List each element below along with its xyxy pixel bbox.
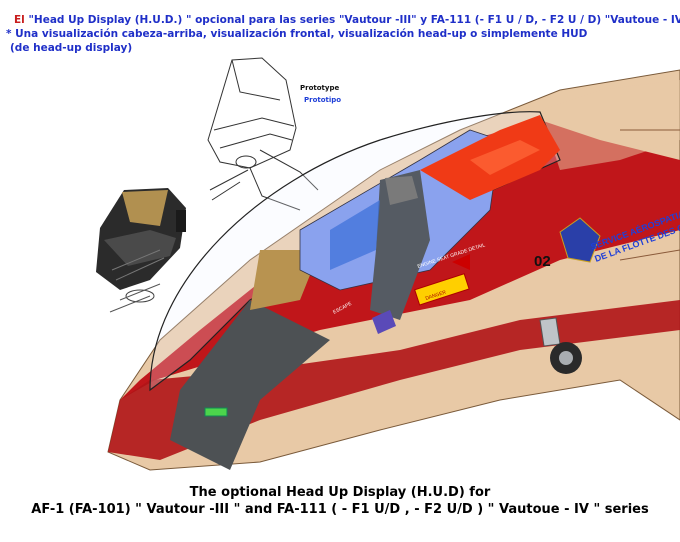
prototype-label: Prototype xyxy=(300,84,340,92)
footer-subtitle: AF-1 (FA-101) " Vautour -III " and FA-11… xyxy=(31,502,649,517)
landing-gear xyxy=(539,317,582,374)
hud-render-small xyxy=(96,188,186,313)
header-line-3: (de head-up display) xyxy=(10,42,133,54)
warning-triangle-icon xyxy=(452,254,470,270)
tail-number: 02 xyxy=(534,253,551,270)
header-prefix: El xyxy=(14,14,29,26)
header-title: "Head Up Display (H.U.D.) " opcional par… xyxy=(28,14,680,26)
markings xyxy=(204,217,601,417)
seat-emblem-icon xyxy=(372,310,396,334)
header-line-2: * Una visualización cabeza-arriba, visua… xyxy=(6,28,588,40)
prototipo-label: Prototipo xyxy=(304,96,342,104)
position-light xyxy=(204,407,228,417)
header-line-1: El "Head Up Display (H.U.D.) " opcional … xyxy=(14,14,680,26)
footer-title: The optional Head Up Display (H.U.D) for xyxy=(189,485,491,500)
prototype-line-drawing xyxy=(207,57,319,211)
cockpit-interior xyxy=(299,115,560,320)
squadron-emblem-icon xyxy=(559,217,601,263)
